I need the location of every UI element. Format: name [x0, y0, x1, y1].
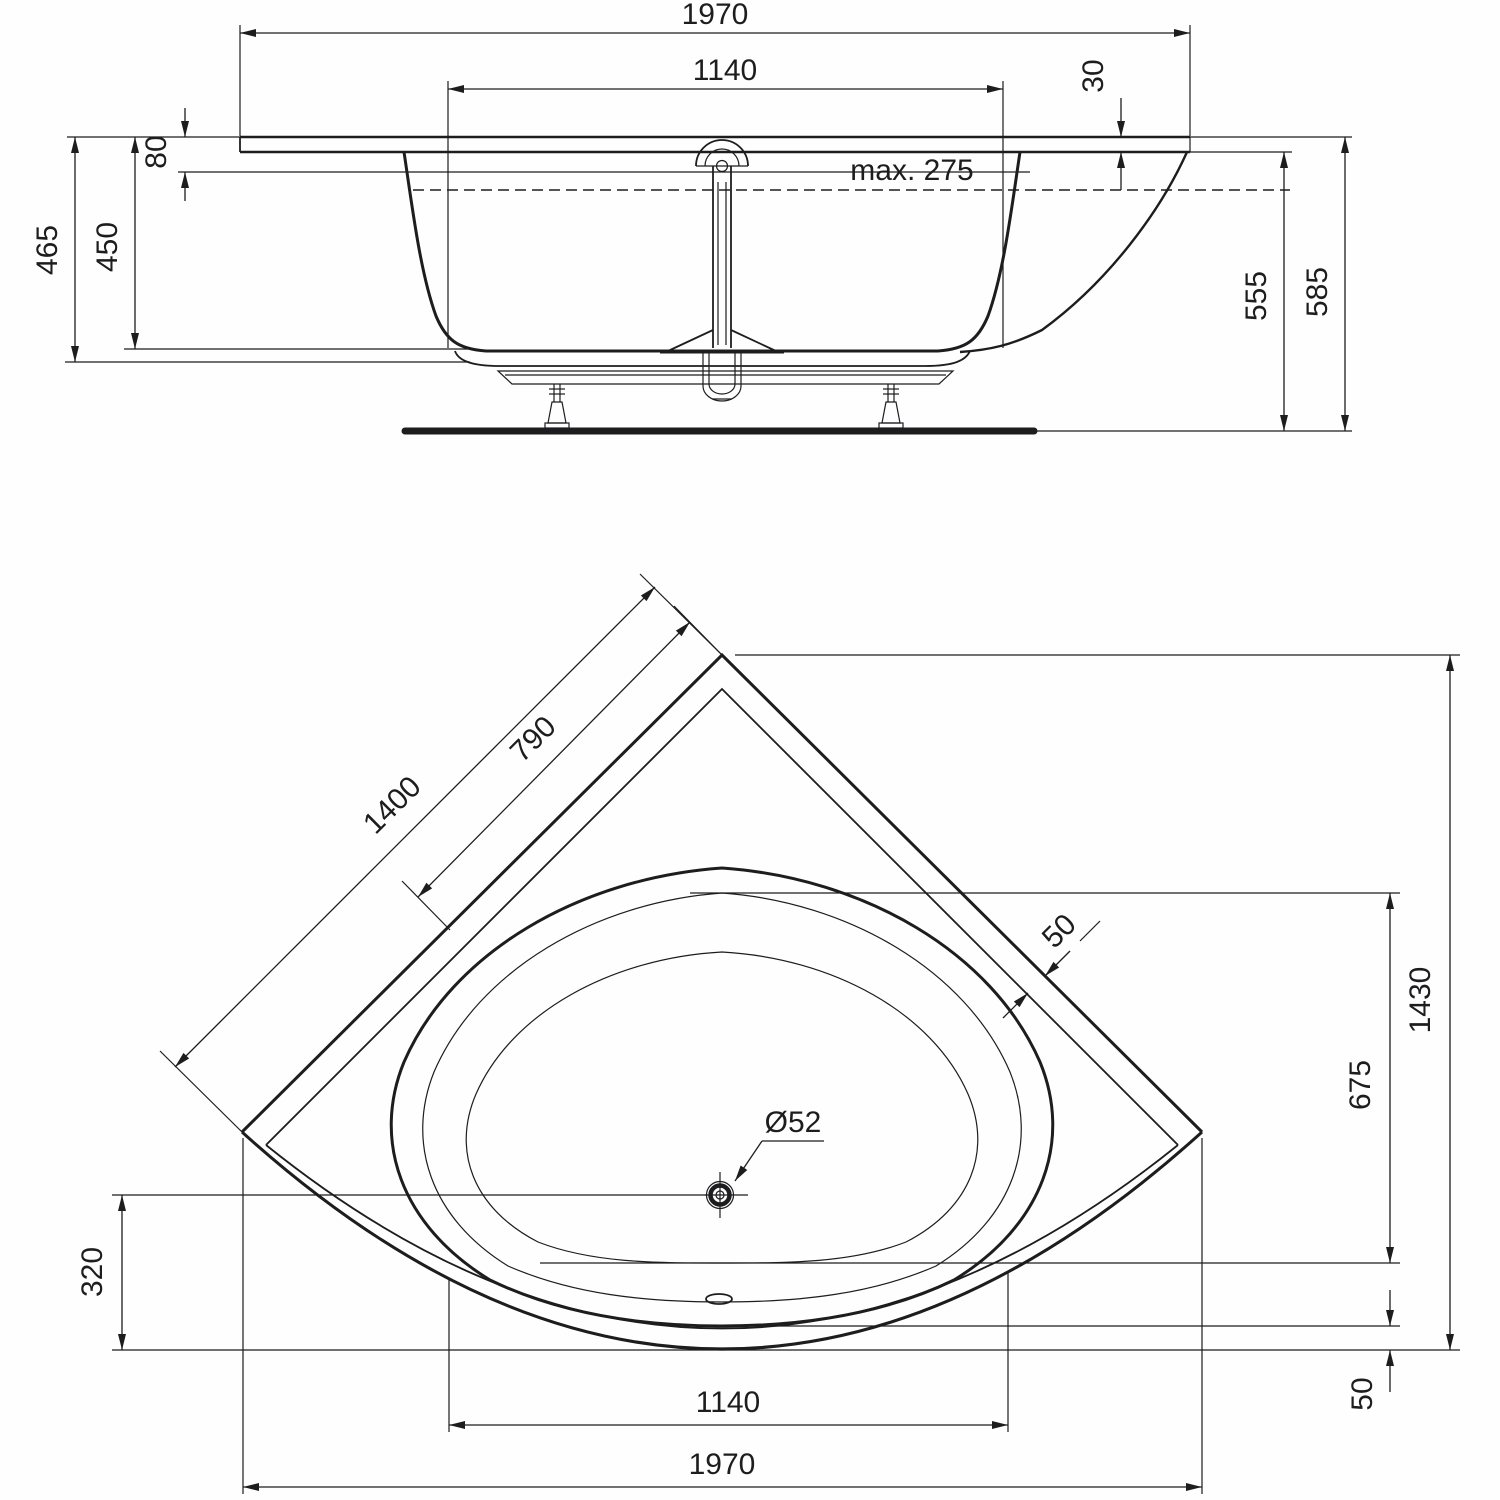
waste-overflow-assembly	[660, 139, 784, 402]
dim-label: Ø52	[765, 1106, 822, 1139]
dim-label: 450	[91, 222, 124, 272]
drain	[705, 1172, 748, 1218]
dim-front-gap: 50	[1346, 1290, 1394, 1411]
dim-basin-length: 675	[1344, 893, 1394, 1263]
dim-rim-width: 50	[1002, 908, 1101, 1019]
shell-underside	[454, 350, 971, 367]
rim-slab	[239, 135, 1191, 154]
dim-label: 675	[1344, 1060, 1377, 1110]
dim-label: 320	[76, 1247, 109, 1297]
dim-label: 50	[1036, 908, 1083, 955]
foot-left	[544, 384, 570, 429]
dim-side-overall-width: 1970	[239, 0, 1191, 136]
dim-label: 1400	[357, 770, 428, 840]
dim-corner-to-basin: 790	[401, 605, 723, 931]
dim-label: 585	[1301, 267, 1334, 317]
dim-rim-thickness: 30	[1077, 59, 1125, 190]
dim-label: 1430	[1404, 967, 1437, 1034]
dim-label: 1970	[682, 0, 749, 31]
dim-label: 30	[1077, 59, 1110, 92]
dim-label: 465	[31, 225, 64, 275]
dim-plan-opening-width: 1140	[448, 1273, 1009, 1432]
basin-edge	[389, 866, 1055, 1328]
dim-label: 50	[1346, 1377, 1379, 1410]
side-view: 1970 1140 30 80 465 450	[31, 0, 1352, 435]
plan-view: Ø52 790 1400 50	[76, 573, 1460, 1494]
dim-height-under-rim: 555	[1240, 152, 1288, 431]
dim-plan-overall-width: 1970	[242, 1138, 1203, 1494]
dim-depth-inner: 450	[91, 137, 139, 349]
outer-edge	[240, 652, 1204, 1351]
dim-label: 555	[1240, 271, 1273, 321]
dim-label: 1140	[696, 1386, 761, 1419]
dim-depth-outer: 465	[31, 137, 79, 362]
basin-floor-contour	[465, 951, 979, 1264]
support-rail	[496, 370, 955, 385]
dim-label: 80	[140, 135, 173, 168]
dim-label: 1140	[693, 54, 758, 87]
overflow-slot	[705, 1293, 733, 1305]
dim-overall-depth: 1430	[1404, 655, 1454, 1350]
dim-edge-length: 1400	[159, 573, 723, 1133]
basin-mid-contour	[422, 892, 1022, 1303]
dim-side-opening-width: 1140	[447, 54, 1004, 348]
max-fill-label: max. 275	[850, 154, 973, 187]
shell-right-silhouette	[959, 151, 1189, 354]
dim-height-overall: 585	[1301, 137, 1349, 431]
dim-rim-drop: 80	[140, 108, 189, 201]
dim-drain-diameter: Ø52	[734, 1106, 824, 1182]
foot-right	[878, 384, 904, 429]
dim-drain-to-front: 320	[76, 1195, 126, 1350]
dim-label: 1970	[689, 1448, 756, 1481]
